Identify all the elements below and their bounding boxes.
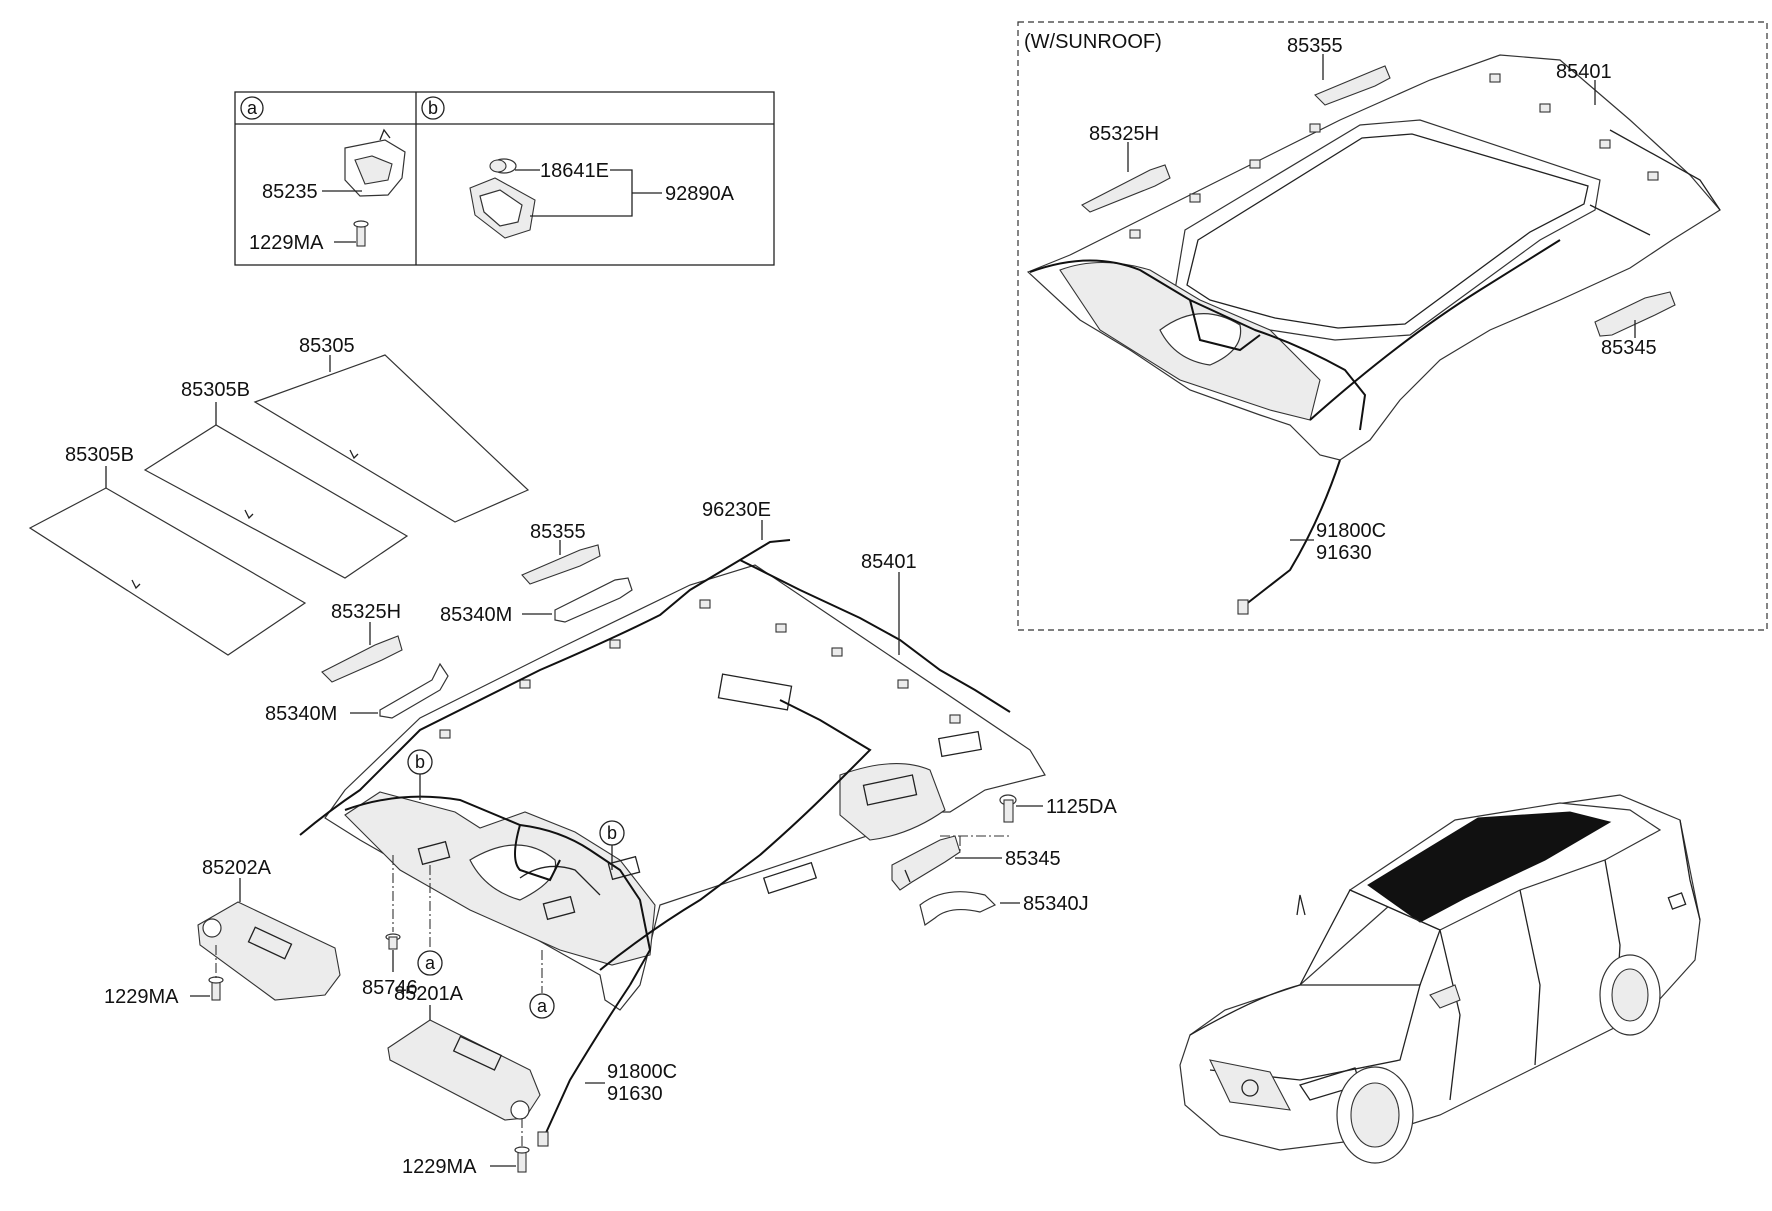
sunroof-label-85325H: 85325H xyxy=(1089,123,1159,145)
sunroof-label-85345: 85345 xyxy=(1601,337,1657,359)
label-85345: 85345 xyxy=(1005,848,1061,870)
svg-text:a: a xyxy=(537,996,548,1016)
sunvisor-85202A xyxy=(197,901,341,1001)
sunroof-detail-box: (W/SUNROOF) xyxy=(1017,21,1768,631)
sunroof-label-91800C: 91800C xyxy=(1316,520,1386,542)
sunroof-title: (W/SUNROOF) xyxy=(1024,31,1162,53)
callout-a-left: a xyxy=(417,865,443,976)
label-85340M-rear: 85340M xyxy=(440,604,512,626)
svg-text:b: b xyxy=(428,98,438,118)
bulb-18641E-drawing xyxy=(489,159,507,173)
sunroof-bracket-85345 xyxy=(1594,291,1676,337)
harness-91800C-main xyxy=(537,984,631,1147)
sunroof-label-85355: 85355 xyxy=(1287,35,1343,57)
car-illustration xyxy=(1179,794,1701,1164)
sunroof-label-91630: 91630 xyxy=(1316,542,1372,564)
wiring-96230E xyxy=(299,539,1011,986)
pad-85305B-front xyxy=(28,487,307,656)
label-85202A: 85202A xyxy=(202,857,272,879)
label-85201A: 85201A xyxy=(394,983,464,1005)
label-85401: 85401 xyxy=(861,551,917,573)
svg-text:b: b xyxy=(415,752,425,772)
label-85305B-front: 85305B xyxy=(65,444,134,466)
legend-table: a b 85235 1229MA 18641E xyxy=(234,91,775,266)
grip-85340M-rear xyxy=(554,577,633,623)
svg-text:a: a xyxy=(247,98,258,118)
label-85325H: 85325H xyxy=(331,601,401,623)
label-1229MA-bottom: 1229MA xyxy=(402,1156,477,1178)
pad-85305B-middle xyxy=(143,424,409,579)
label-18641E: 18641E xyxy=(540,160,609,182)
screw-1229MA-bottom xyxy=(514,1146,530,1173)
label-91800C-main: 91800C xyxy=(607,1061,677,1083)
bracket-85345 xyxy=(891,835,961,891)
label-1125DA: 1125DA xyxy=(1046,796,1117,818)
callout-a-right: a xyxy=(529,950,555,1019)
room-lamp-92890A-drawing xyxy=(469,158,536,239)
label-96230E: 96230E xyxy=(702,499,771,521)
legend-callout-b: b xyxy=(421,96,445,120)
pad-85305 xyxy=(253,354,530,523)
trim-85325H xyxy=(321,635,403,683)
sunroof-trim-85325H xyxy=(1081,164,1171,213)
label-85305: 85305 xyxy=(299,335,355,357)
sunvisor-85201A xyxy=(387,1019,541,1121)
svg-text:a: a xyxy=(425,953,436,973)
grip-85340M-front xyxy=(379,662,449,719)
label-1229MA-left: 1229MA xyxy=(104,986,179,1008)
bolt-1125DA xyxy=(999,794,1017,823)
sunroof-trim-85355 xyxy=(1314,65,1391,106)
label-85235: 85235 xyxy=(262,181,318,203)
label-85340M-front: 85340M xyxy=(265,703,337,725)
callout-b-left: b xyxy=(407,749,433,800)
headliner-85401-main xyxy=(324,564,1046,1011)
trim-85355 xyxy=(521,544,601,585)
clip-85746 xyxy=(385,933,401,950)
label-85340J: 85340J xyxy=(1023,893,1089,915)
screw-1229MA-legend-drawing xyxy=(353,220,369,247)
label-92890A: 92890A xyxy=(665,183,735,205)
screw-1229MA-left xyxy=(208,976,224,1001)
label-91630-main: 91630 xyxy=(607,1083,663,1105)
label-85355: 85355 xyxy=(530,521,586,543)
sunroof-label-85401: 85401 xyxy=(1556,61,1612,83)
label-1229MA-legend: 1229MA xyxy=(249,232,324,254)
label-85305B-middle: 85305B xyxy=(181,379,250,401)
svg-text:b: b xyxy=(607,823,617,843)
callout-b-right: b xyxy=(599,820,625,870)
label-85746: 85746 xyxy=(362,977,418,999)
clip-85235-drawing xyxy=(344,128,406,197)
legend-callout-a: a xyxy=(240,96,264,120)
grip-85340J xyxy=(919,891,997,926)
